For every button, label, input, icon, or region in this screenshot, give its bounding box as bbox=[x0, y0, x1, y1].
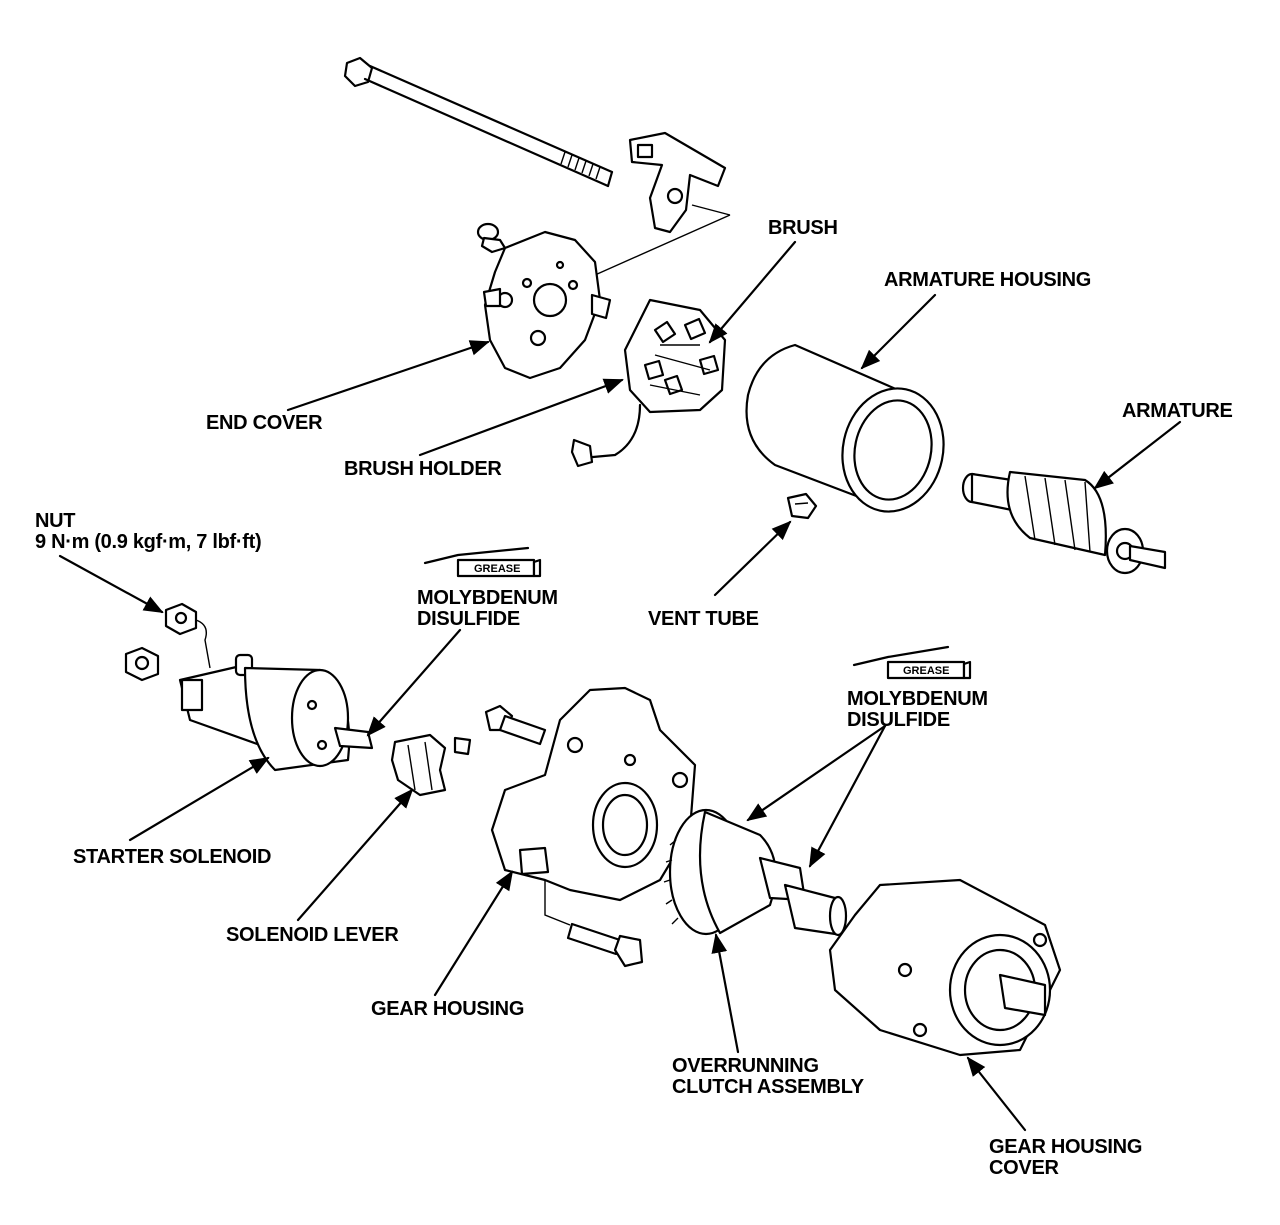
label-armature-housing: ARMATURE HOUSING bbox=[884, 269, 1092, 291]
nut-upper bbox=[164, 602, 211, 669]
arrow-moly-2b bbox=[808, 724, 887, 868]
grease-label: GREASE bbox=[474, 563, 520, 575]
end-cover-screw bbox=[476, 222, 507, 254]
arrow-gear-housing bbox=[433, 870, 514, 997]
nut-lower bbox=[124, 646, 160, 682]
label-clutch-line1: OVERRUNNING bbox=[672, 1055, 819, 1077]
arrow-starter-solenoid bbox=[128, 756, 270, 842]
gear-housing-bolt-top bbox=[484, 704, 547, 746]
label-moly-1-line1: MOLYBDENUM bbox=[417, 587, 558, 609]
arrow-vent-tube bbox=[713, 520, 792, 597]
label-clutch-line2: CLUTCH ASSEMBLY bbox=[672, 1076, 864, 1098]
starter-solenoid bbox=[178, 653, 374, 772]
label-nut: NUT bbox=[35, 510, 76, 532]
label-moly-2-line2: DISULFIDE bbox=[847, 709, 950, 731]
armature-housing bbox=[745, 343, 945, 513]
brush-holder bbox=[570, 298, 727, 468]
arrow-brush bbox=[708, 240, 797, 344]
label-brush-holder: BRUSH HOLDER bbox=[344, 458, 502, 480]
label-moly-2-line1: MOLYBDENUM bbox=[847, 688, 988, 710]
arrow-nut bbox=[58, 554, 164, 614]
arrow-clutch bbox=[711, 933, 740, 1054]
gear-housing bbox=[490, 686, 697, 902]
label-solenoid-lever: SOLENOID LEVER bbox=[226, 924, 399, 946]
arrow-brush-holder bbox=[418, 378, 624, 457]
gear-housing-bolt-bottom bbox=[544, 880, 644, 968]
overrunning-clutch-assembly bbox=[663, 808, 848, 937]
rear-bracket bbox=[594, 131, 731, 276]
grease-label: GREASE bbox=[903, 665, 949, 677]
vent-tube bbox=[786, 492, 818, 520]
end-cover bbox=[482, 230, 612, 380]
gear-housing-cover bbox=[828, 878, 1062, 1057]
label-gear-housing: GEAR HOUSING bbox=[371, 998, 525, 1020]
arrow-solenoid-lever bbox=[296, 788, 414, 922]
label-starter-solenoid: STARTER SOLENOID bbox=[73, 846, 272, 868]
arrow-gear-cover bbox=[966, 1056, 1027, 1132]
label-end-cover: END COVER bbox=[206, 412, 323, 434]
arrow-moly-1 bbox=[366, 628, 462, 737]
arrow-end-cover bbox=[286, 340, 490, 412]
grease-tube-icon: GREASE bbox=[852, 645, 972, 680]
solenoid-lever bbox=[390, 733, 472, 797]
label-armature: ARMATURE bbox=[1122, 400, 1233, 422]
label-brush: BRUSH bbox=[768, 217, 838, 239]
leader-arrows bbox=[58, 240, 1182, 1132]
label-nut-torque: 9 N·m (0.9 kgf·m, 7 lbf·ft) bbox=[35, 531, 262, 553]
arrow-armature-housing bbox=[860, 293, 937, 370]
label-gear-cover-line2: COVER bbox=[989, 1157, 1059, 1179]
label-moly-1-line2: DISULFIDE bbox=[417, 608, 520, 630]
armature bbox=[961, 470, 1167, 575]
label-vent-tube: VENT TUBE bbox=[648, 608, 759, 630]
label-gear-cover-line1: GEAR HOUSING bbox=[989, 1136, 1143, 1158]
grease-tube-icon: GREASE bbox=[423, 546, 542, 578]
arrow-armature bbox=[1093, 420, 1182, 490]
through-bolt bbox=[343, 56, 614, 188]
arrow-moly-2a bbox=[746, 724, 887, 822]
